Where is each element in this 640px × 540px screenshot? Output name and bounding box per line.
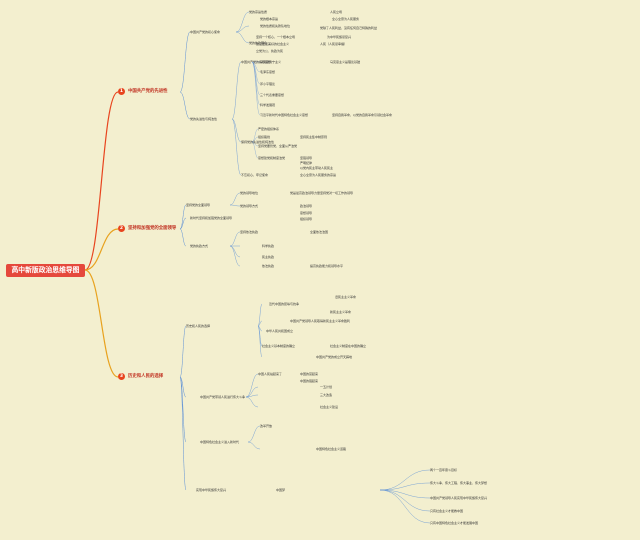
topic-node[interactable]: 两个一百年奋斗目标 [430,468,458,472]
topic-node[interactable]: 坚持党对一切工作的领导 [320,191,354,195]
topic-node[interactable]: 只有社会主义才能救中国 [430,509,464,513]
branch-2-topic[interactable]: 坚持和加强党的全面领导 [128,226,177,231]
root-topic[interactable]: 高中新版政治思维导图 [6,264,85,277]
topic-node[interactable]: 社会主义制度在中国的确立 [330,344,367,348]
branch-number-1: 1 [118,88,125,95]
topic-node[interactable]: 一五计划 [320,385,333,389]
topic-node[interactable]: 中国共产党领导人民实现中华民族伟大复兴 [430,496,488,500]
topic-node[interactable]: 邓小平理论 [260,82,276,86]
topic-node[interactable]: 不忘初心，牢记使命 [241,173,269,177]
topic-node[interactable]: 建设更加美好的社会主义 [256,42,290,46]
topic-node[interactable]: 组织路线 [258,135,271,139]
topic-node[interactable]: 中国共产党带领人民进行伟大斗争 [200,395,246,399]
topic-node[interactable]: 马克思列宁主义 [260,60,282,64]
topic-node[interactable]: 党是最高政治领导力量 [290,191,321,195]
branch-3-topic[interactable]: 历史和人民的选择 [128,374,164,379]
topic-node[interactable]: 立党为公、执政为民 [256,49,284,53]
topic-node[interactable]: 毛泽东思想 [260,70,276,74]
topic-node[interactable]: 党的先进性与纯洁性 [190,117,218,121]
branch-1-topic[interactable]: 中国共产党的先进性 [128,89,168,94]
topic-node[interactable]: 社会主义建设 [320,405,339,409]
topic-node[interactable]: 民主执政 [262,255,275,259]
topic-node[interactable]: 以党内民主带动人民民主 [300,166,334,170]
topic-node[interactable]: 科学执政 [262,244,275,248]
topic-node[interactable]: 全心全意为人民服务 [332,17,360,21]
topic-node[interactable]: 坚持民主集中制原则 [300,135,328,139]
topic-node[interactable]: 全面依法治国 [310,230,329,234]
topic-node[interactable]: 三大改造 [320,393,333,397]
topic-node[interactable]: 马克思主义是理论基础 [330,60,361,64]
topic-node[interactable]: 新民主主义革命 [330,310,352,314]
topic-node[interactable]: 科学发展观 [260,103,276,107]
topic-node[interactable]: 中国的富起来 [300,372,319,376]
topic-node[interactable]: 党的宗旨性质 [249,10,268,14]
topic-node[interactable]: 思想建党和制度治党 [258,156,286,160]
topic-node[interactable]: 为中华民族谋复兴 [327,35,352,39]
topic-node[interactable]: 依法执政 [262,264,275,268]
topic-node[interactable]: 中国共产党领导人民取得新民主主义革命胜利 [290,319,351,323]
topic-node[interactable]: 思想领导 [300,211,313,215]
topic-node[interactable]: 坚持党要管党、全面从严治党 [258,144,298,148]
topic-node[interactable]: 坚持自我革命，以党的自我革命引领社会革命 [332,113,393,117]
branch-number-2: 2 [118,225,125,232]
topic-node[interactable]: 近代中国的屈辱与抗争 [269,302,300,306]
topic-node[interactable]: 实现中华民族伟大复兴 [196,488,227,492]
topic-node[interactable]: 党的领导方式 [240,204,259,208]
topic-node[interactable]: 历史和人民的选择 [186,324,211,328]
topic-node[interactable]: 党的领导地位 [240,191,259,195]
topic-node[interactable]: 旧民主主义革命 [335,295,357,299]
topic-node[interactable]: 保持党的先进性和纯洁性 [241,140,275,144]
topic-node[interactable]: 中国人民站起来了 [258,372,283,376]
topic-node[interactable]: 习近平新时代中国特色社会主义思想 [260,113,309,117]
topic-node[interactable]: 中国特色社会主义道路 [316,447,347,451]
topic-node[interactable]: 中国共产党的指导思想 [241,60,272,64]
topic-node[interactable]: 人民立场 [330,10,343,14]
topic-node[interactable]: 严密的组织体系 [258,127,280,131]
topic-node[interactable]: 组织领导 [300,217,313,221]
topic-node[interactable]: 提高执政能力和领导水平 [310,264,344,268]
topic-node[interactable]: 中国的强起来 [300,379,319,383]
topic-node[interactable]: 改革开放 [260,424,273,428]
topic-node[interactable]: 中国梦 [276,488,286,492]
topic-node[interactable]: 坚持党的全面领导 [186,203,211,207]
topic-node[interactable]: 坚持一个核心，一个根本立场 [256,35,296,39]
branch-number-3: 3 [118,373,125,380]
topic-node[interactable]: 中国共产党的成立开天辟地 [316,355,353,359]
topic-node[interactable]: 坚持依法执政 [240,230,259,234]
topic-node[interactable]: 中国特色社会主义进入新时代 [200,440,240,444]
topic-node[interactable]: 全心全意为人民服务的宗旨 [300,173,337,177]
topic-node[interactable]: 新时代坚持和加强党的全面领导 [190,216,233,220]
topic-node[interactable]: 坚强领导 [300,156,313,160]
topic-node[interactable]: 党的执政方式 [190,244,209,248]
topic-node[interactable]: 只有中国特色社会主义才能发展中国 [430,521,479,525]
topic-node[interactable]: 三个代表重要思想 [260,93,285,97]
topic-node[interactable]: 人民（人民谋幸福） [320,42,348,46]
topic-node[interactable]: 伟大斗争、伟大工程、伟大事业、伟大梦想 [430,481,488,485]
topic-node[interactable]: 中国共产党的初心使命 [190,30,221,34]
topic-node[interactable]: 党的根本宗旨 [260,17,279,21]
topic-node[interactable]: 党除了人民利益，没有任何自己特殊的利益 [320,26,378,30]
topic-node[interactable]: 社会主义基本制度的确立 [262,344,296,348]
topic-node[interactable]: 党的性质和先锋队地位 [260,24,291,28]
topic-node[interactable]: 中华人民共和国成立 [266,329,294,333]
topic-node[interactable]: 政治领导 [300,204,313,208]
topic-node[interactable]: 党的执政理念 [249,41,268,45]
topic-node[interactable]: 严明纪律 [300,161,313,165]
